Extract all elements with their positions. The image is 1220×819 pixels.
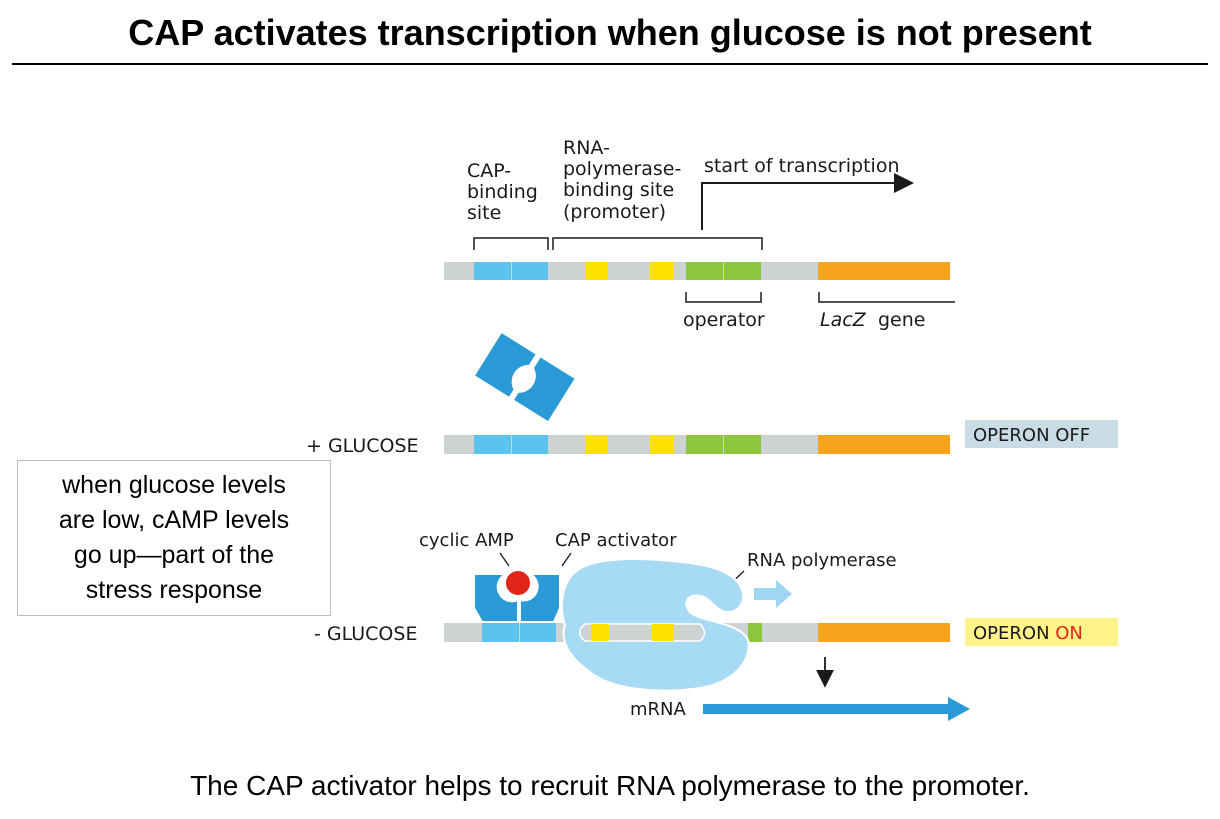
gene-label: gene [878,309,925,331]
camp-icon [504,569,532,597]
cap-protein-free [472,330,578,424]
caption: The CAP activator helps to recruit RNA p… [190,770,1030,801]
cyclic-amp-leader [499,552,510,567]
plus-glucose-label: + GLUCOSE [306,435,419,457]
direction-arrow-icon [754,580,792,608]
dna-strand-top [444,262,950,280]
page-title: CAP activates transcription when glucose… [128,12,1092,53]
cap-site-label: CAP- binding site [467,160,544,224]
cap-activator-bound [473,569,561,623]
dna-strand-plus-glucose [444,435,950,454]
promoter-label: RNA- polymerase- binding site (promoter) [563,137,687,223]
start-of-transcription-label: start of transcription [704,155,899,177]
title-divider [12,63,1208,65]
lacz-bracket [818,292,955,303]
cap-activator-label: CAP activator [555,530,677,551]
cap-site-bracket [473,237,549,250]
operon-on-badge: OPERON ON [965,618,1118,646]
callout-line: go up—part of the [73,541,275,569]
bottom-labels-top: operator LacZ gene [683,292,955,331]
stress-response-callout: when glucose levels are low, cAMP levels… [17,460,331,616]
svg-text:OPERON OFF: OPERON OFF [973,425,1090,446]
callout-line: when glucose levels [62,471,286,499]
start-arrow-icon [701,173,914,230]
operon-off-badge: OPERON OFF [965,420,1118,448]
mrna-label: mRNA [630,699,687,720]
mrna-arrow-icon [703,697,970,721]
lacz-label: LacZ [820,309,867,331]
operator-bracket [685,292,762,303]
promoter-bracket [552,237,763,250]
callout-line: are low, cAMP levels [58,506,290,534]
cap-activator-leader [561,552,572,567]
cyclic-amp-label: cyclic AMP [419,530,514,551]
operator-label: operator [683,309,765,331]
svg-text:OPERON ON: OPERON ON [973,623,1083,644]
rna-polymerase [560,557,750,692]
rna-polymerase-label: RNA polymerase [747,550,897,571]
minus-glucose-label: - GLUCOSE [314,623,417,645]
callout-line: stress response [85,576,263,604]
top-labels: CAP- binding site RNA- polymerase- bindi… [467,137,914,250]
